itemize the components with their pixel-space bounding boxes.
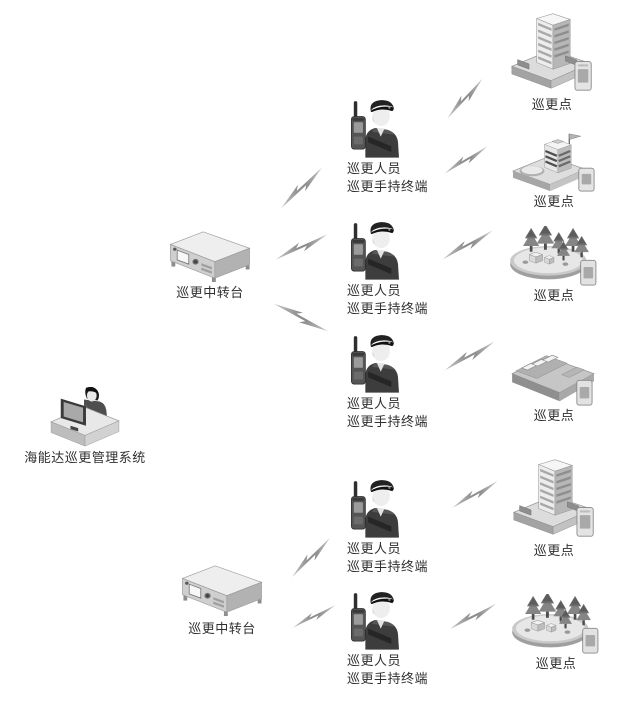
warehouse-icon [508,348,600,407]
wireless-link-icon [439,79,491,119]
node-repeater-1: 巡更中转台 [160,228,260,302]
node-label: 巡更点 [533,543,575,558]
node-label: 巡更点 [535,656,577,671]
node-patrol-person-4: 巡更人员 巡更手持终端 [347,478,443,576]
wireless-link-icon [439,230,497,259]
node-patrol-person-2: 巡更人员 巡更手持终端 [347,220,443,318]
repeater-icon [166,228,254,282]
park-icon [508,226,600,287]
node-label: 巡更手持终端 [347,559,429,574]
node-patrol-point-4: 巡更点 [504,348,604,425]
patrol-guard-icon [349,98,399,158]
operator-workstation-icon [49,385,121,449]
repeater-icon [178,562,266,616]
wireless-link-icon [273,234,330,259]
node-patrol-point-2: 巡更点 [504,130,604,211]
node-label: 巡更点 [531,97,573,112]
node-label: 巡更中转台 [176,285,244,300]
wireless-link-icon [449,481,501,508]
node-patrol-person-1: 巡更人员 巡更手持终端 [347,98,443,196]
patrol-guard-icon [349,478,399,538]
node-label: 巡更人员 [347,653,402,668]
node-label: 巡更人员 [347,396,402,411]
node-repeater-2: 巡更中转台 [172,562,272,638]
patrol-guard-icon [349,590,399,650]
node-management-system: 海能达巡更管理系统 [12,385,158,467]
node-label: 巡更人员 [347,541,402,556]
flag-building-icon [510,130,598,193]
node-patrol-person-5: 巡更人员 巡更手持终端 [347,590,443,688]
park-icon [510,594,602,655]
node-label: 巡更点 [533,194,575,209]
node-label: 巡更人员 [347,161,402,176]
node-patrol-point-5: 巡更点 [504,452,604,560]
patrol-guard-icon [349,333,399,393]
node-patrol-point-3: 巡更点 [504,226,604,305]
office-building-icon [508,6,596,96]
patrol-guard-icon [349,220,399,280]
wireless-link-icon [441,341,499,370]
node-patrol-point-1: 巡更点 [502,6,602,114]
wireless-link-icon [273,167,330,208]
node-label: 巡更手持终端 [347,301,429,316]
wireless-link-icon [441,146,491,173]
node-label: 巡更手持终端 [347,414,429,429]
node-patrol-point-6: 巡更点 [506,594,606,673]
wireless-link-icon [290,605,338,628]
node-label: 巡更中转台 [188,621,256,636]
node-label: 巡更点 [533,288,575,303]
node-label: 巡更手持终端 [347,671,429,686]
wireless-link-icon [447,604,499,629]
wireless-link-icon [274,290,328,344]
office-building-icon [510,452,598,542]
node-patrol-person-3: 巡更人员 巡更手持终端 [347,333,443,431]
node-label: 海能达巡更管理系统 [24,450,146,465]
wireless-link-icon [284,538,338,577]
node-label: 巡更人员 [347,283,402,298]
node-label: 巡更手持终端 [347,179,429,194]
node-label: 巡更点 [533,408,575,423]
